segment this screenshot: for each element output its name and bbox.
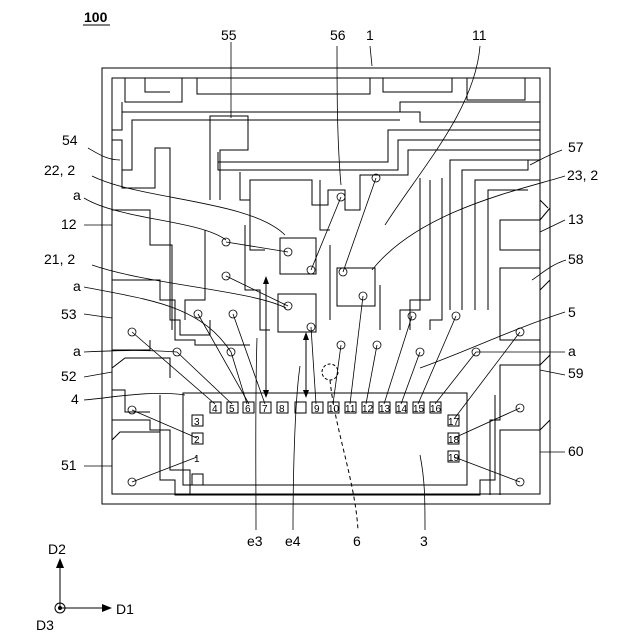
label-6: 6 xyxy=(353,533,361,549)
chip-22 xyxy=(280,238,316,274)
label-58: 58 xyxy=(568,251,584,267)
axis-d1-label: D1 xyxy=(116,601,134,617)
label-e3: e3 xyxy=(247,533,263,549)
bond-pads xyxy=(128,174,524,486)
chip-21 xyxy=(278,294,316,332)
terminal-55 xyxy=(210,116,248,200)
label-59: 59 xyxy=(568,365,584,381)
pin-7: 7 xyxy=(262,404,268,415)
label-a-1: a xyxy=(73,187,81,203)
pin-numbers: 1 2 3 4 5 6 7 8 9 10 11 12 13 14 15 16 1… xyxy=(194,404,460,465)
pin-5: 5 xyxy=(229,404,235,415)
label-13: 13 xyxy=(568,211,584,227)
pin-6: 6 xyxy=(245,404,251,415)
pin-13: 13 xyxy=(379,404,391,415)
label-23-2: 23, 2 xyxy=(567,167,598,183)
label-51: 51 xyxy=(61,457,77,473)
pin-3: 3 xyxy=(194,417,200,428)
label-11: 11 xyxy=(472,27,487,43)
label-22-2: 22, 2 xyxy=(44,162,75,178)
label-57: 57 xyxy=(568,139,584,155)
pin-4: 4 xyxy=(212,404,218,415)
pin-15: 15 xyxy=(413,404,425,415)
left-traces xyxy=(112,140,250,495)
figure-number: 100 xyxy=(84,9,108,25)
label-1: 1 xyxy=(366,27,374,43)
label-a-3: a xyxy=(73,343,81,359)
pin-9: 9 xyxy=(314,404,320,415)
label-a-4: a xyxy=(568,343,576,359)
pin-1: 1 xyxy=(194,454,200,465)
label-3: 3 xyxy=(420,533,428,549)
dashed-mark-6 xyxy=(322,364,338,380)
leader-lines xyxy=(84,42,566,530)
label-54: 54 xyxy=(62,132,78,148)
label-12: 12 xyxy=(61,216,77,232)
label-55: 55 xyxy=(221,27,237,43)
label-53: 53 xyxy=(61,306,77,322)
chip-23 xyxy=(337,268,375,306)
label-21-2: 21, 2 xyxy=(44,251,75,267)
pin-14: 14 xyxy=(396,404,408,415)
pin-11: 11 xyxy=(345,404,356,415)
label-56: 56 xyxy=(330,27,346,43)
pin-2: 2 xyxy=(194,435,200,446)
center-traces xyxy=(185,180,380,330)
top-traces xyxy=(112,78,540,170)
dimension-e4 xyxy=(303,332,309,398)
board-outline xyxy=(102,68,550,504)
label-4: 4 xyxy=(71,391,79,407)
axis-indicator xyxy=(55,558,112,613)
label-60: 60 xyxy=(568,443,584,459)
label-52: 52 xyxy=(61,368,77,384)
pin-12: 12 xyxy=(362,404,374,415)
label-5: 5 xyxy=(568,304,576,320)
pin-10: 10 xyxy=(328,404,340,415)
pin-8: 8 xyxy=(279,404,285,415)
label-a-2: a xyxy=(73,278,81,294)
pin-16: 16 xyxy=(430,404,442,415)
axis-d2-label: D2 xyxy=(48,541,66,557)
label-e4: e4 xyxy=(285,533,301,549)
axis-d3-label: D3 xyxy=(36,617,54,633)
